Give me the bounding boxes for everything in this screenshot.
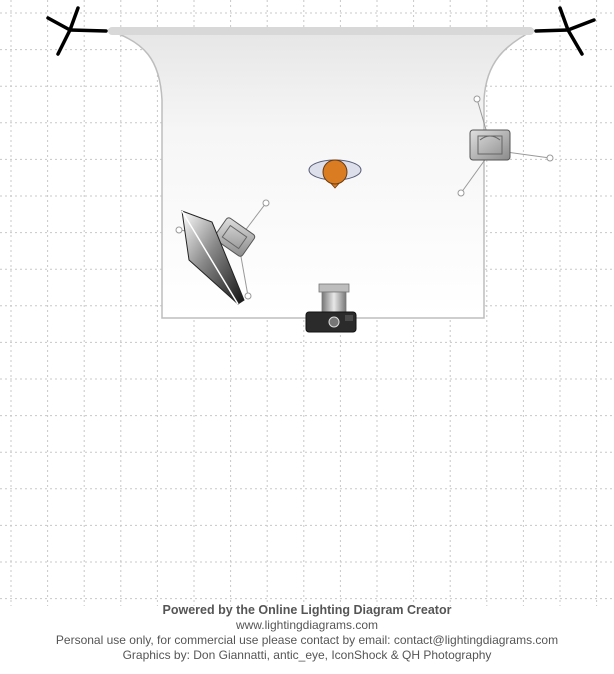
lighting-diagram <box>0 0 614 606</box>
credits-title: Powered by the Online Lighting Diagram C… <box>162 603 452 617</box>
camera <box>305 283 357 333</box>
camera-icon <box>305 283 357 333</box>
credits-website: www.lightingdiagrams.com <box>235 618 379 632</box>
background-stand-left <box>46 6 108 56</box>
credits-graphics: Graphics by: Don Giannatti, antic_eye, I… <box>122 648 492 662</box>
key-light-softbox <box>175 199 270 305</box>
softbox-strobe-icon <box>175 199 270 305</box>
person-top-view-icon <box>308 159 362 189</box>
credits-license: Personal use only, for commercial use pl… <box>55 633 559 647</box>
background-light <box>457 95 554 197</box>
c-stand-icon <box>534 6 596 56</box>
background-stand-right <box>534 6 596 56</box>
c-stand-icon <box>46 6 108 56</box>
strobe-icon <box>457 95 554 197</box>
credits: Powered by the Online Lighting Diagram C… <box>0 603 614 663</box>
subject <box>308 159 362 189</box>
